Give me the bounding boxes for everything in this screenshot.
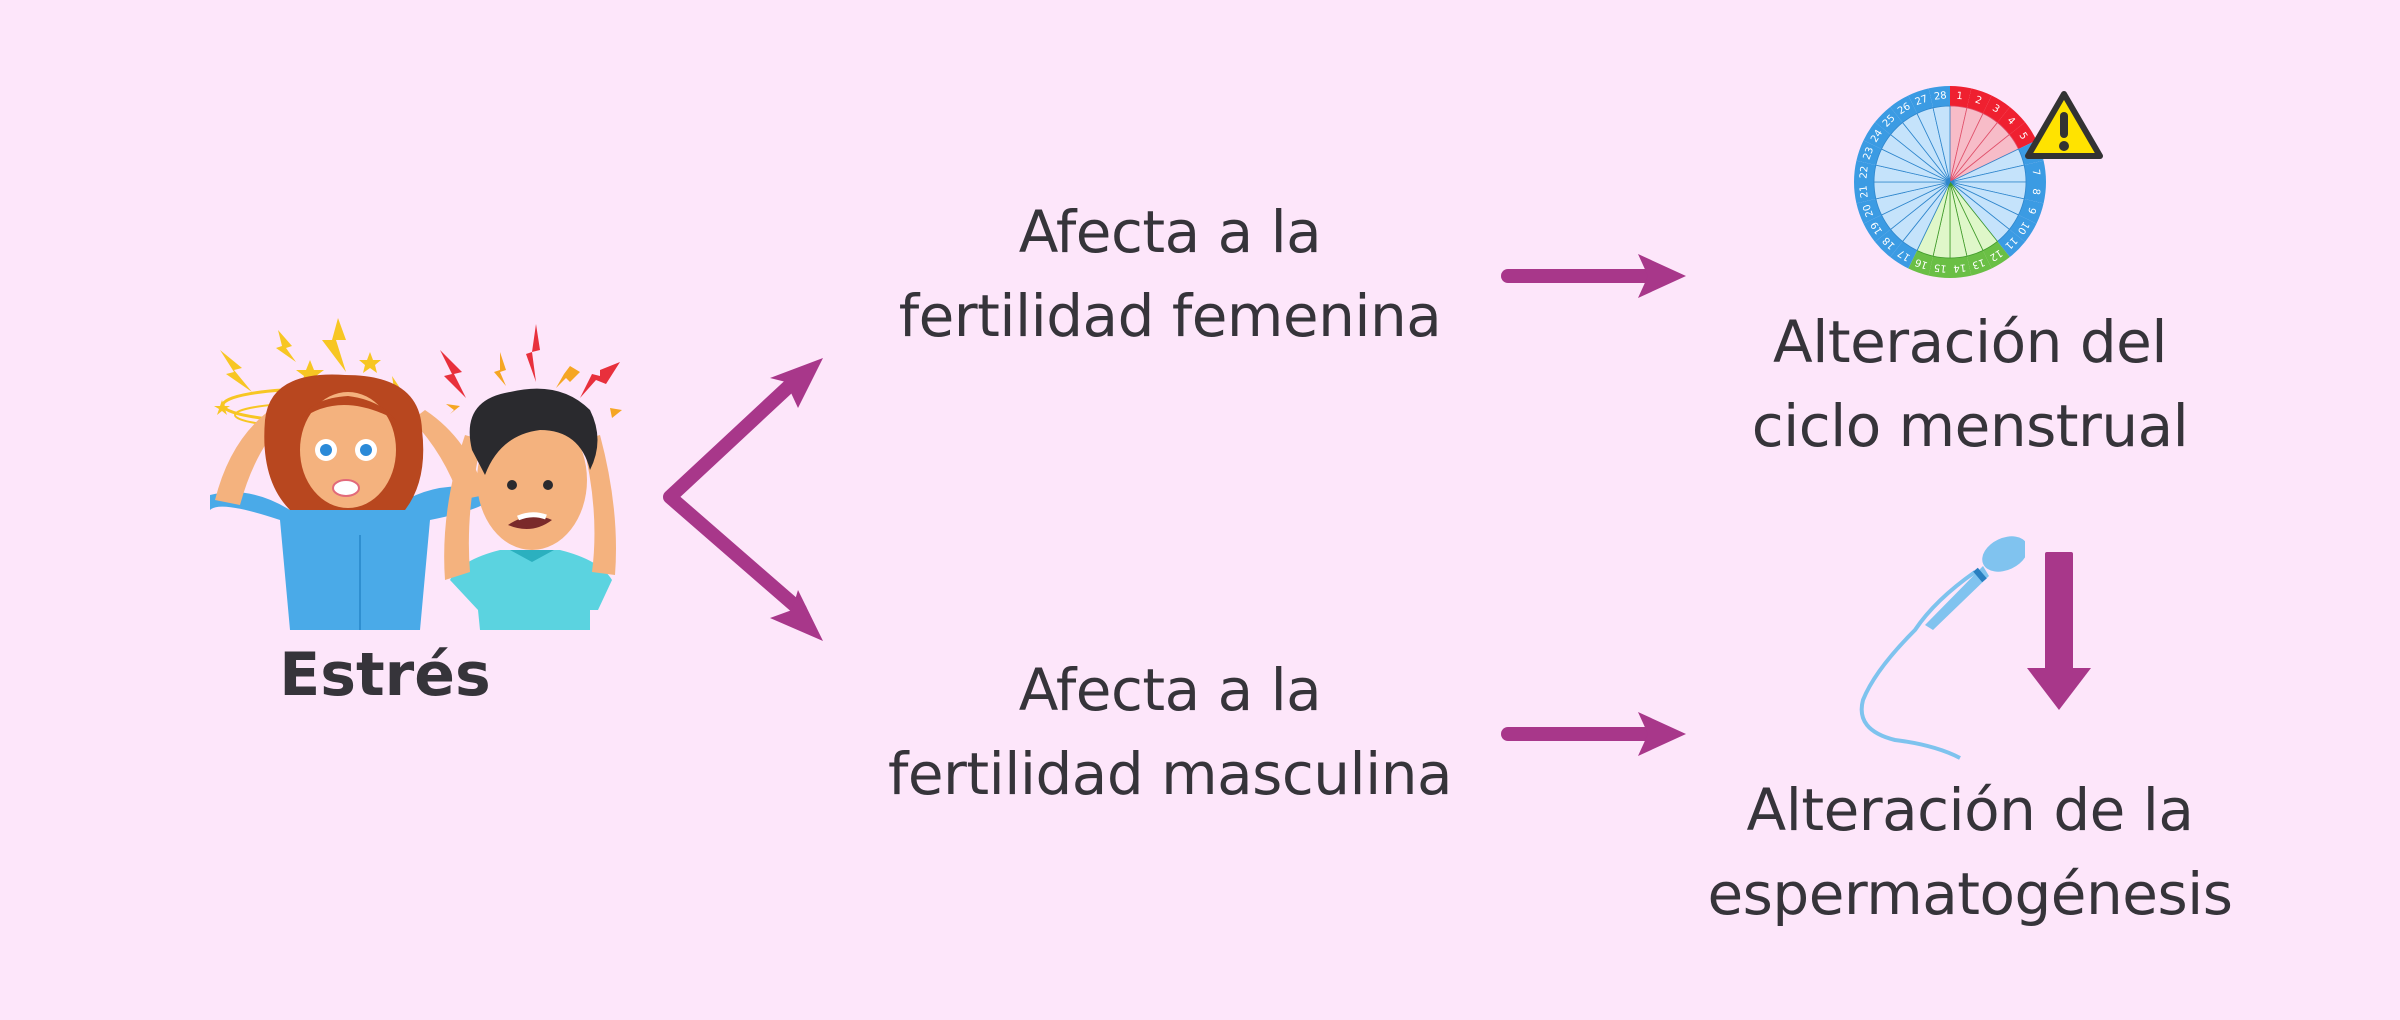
svg-text:21: 21 xyxy=(1858,185,1870,199)
arrow-right-icon xyxy=(1498,710,1688,758)
male-fertility-label: Afecta a la fertilidad masculina xyxy=(887,656,1453,808)
svg-text:16: 16 xyxy=(1914,256,1930,271)
sperm-cell-icon xyxy=(1855,530,2025,760)
warning-icon xyxy=(2024,90,2104,162)
spermatogenesis-result-label: Alteración de la espermatogénesis xyxy=(1707,776,2234,928)
svg-text:3: 3 xyxy=(1990,103,2001,116)
svg-text:5: 5 xyxy=(2016,131,2029,142)
svg-text:23: 23 xyxy=(1862,146,1877,162)
svg-text:9: 9 xyxy=(2025,206,2037,216)
female-fertility-label: Afecta a la fertilidad femenina xyxy=(898,198,1442,350)
svg-text:2: 2 xyxy=(1974,95,1984,107)
arrow-down-icon xyxy=(2026,550,2092,712)
arrow-down-head-icon xyxy=(770,590,823,641)
svg-text:28: 28 xyxy=(1933,90,1947,102)
stressed-couple-illustration xyxy=(160,310,640,630)
stress-label: Estrés xyxy=(279,640,491,710)
svg-text:22: 22 xyxy=(1858,165,1870,179)
svg-text:8: 8 xyxy=(2030,188,2042,196)
svg-text:14: 14 xyxy=(1953,261,1967,273)
fork-arrows xyxy=(640,330,840,650)
svg-text:1: 1 xyxy=(1956,91,1964,103)
arrow-up-head-icon xyxy=(770,358,823,408)
svg-text:27: 27 xyxy=(1914,94,1930,109)
svg-text:15: 15 xyxy=(1933,261,1947,273)
svg-text:20: 20 xyxy=(1862,203,1877,219)
svg-text:7: 7 xyxy=(2030,169,2042,177)
svg-text:13: 13 xyxy=(1971,256,1987,271)
menstrual-cycle-result-label: Alteración del ciclo menstrual xyxy=(1751,308,2189,460)
arrow-right-icon xyxy=(1498,252,1688,300)
menstrual-cycle-wheel-icon: 1234567891011121314151617181920212223242… xyxy=(1850,82,2050,282)
